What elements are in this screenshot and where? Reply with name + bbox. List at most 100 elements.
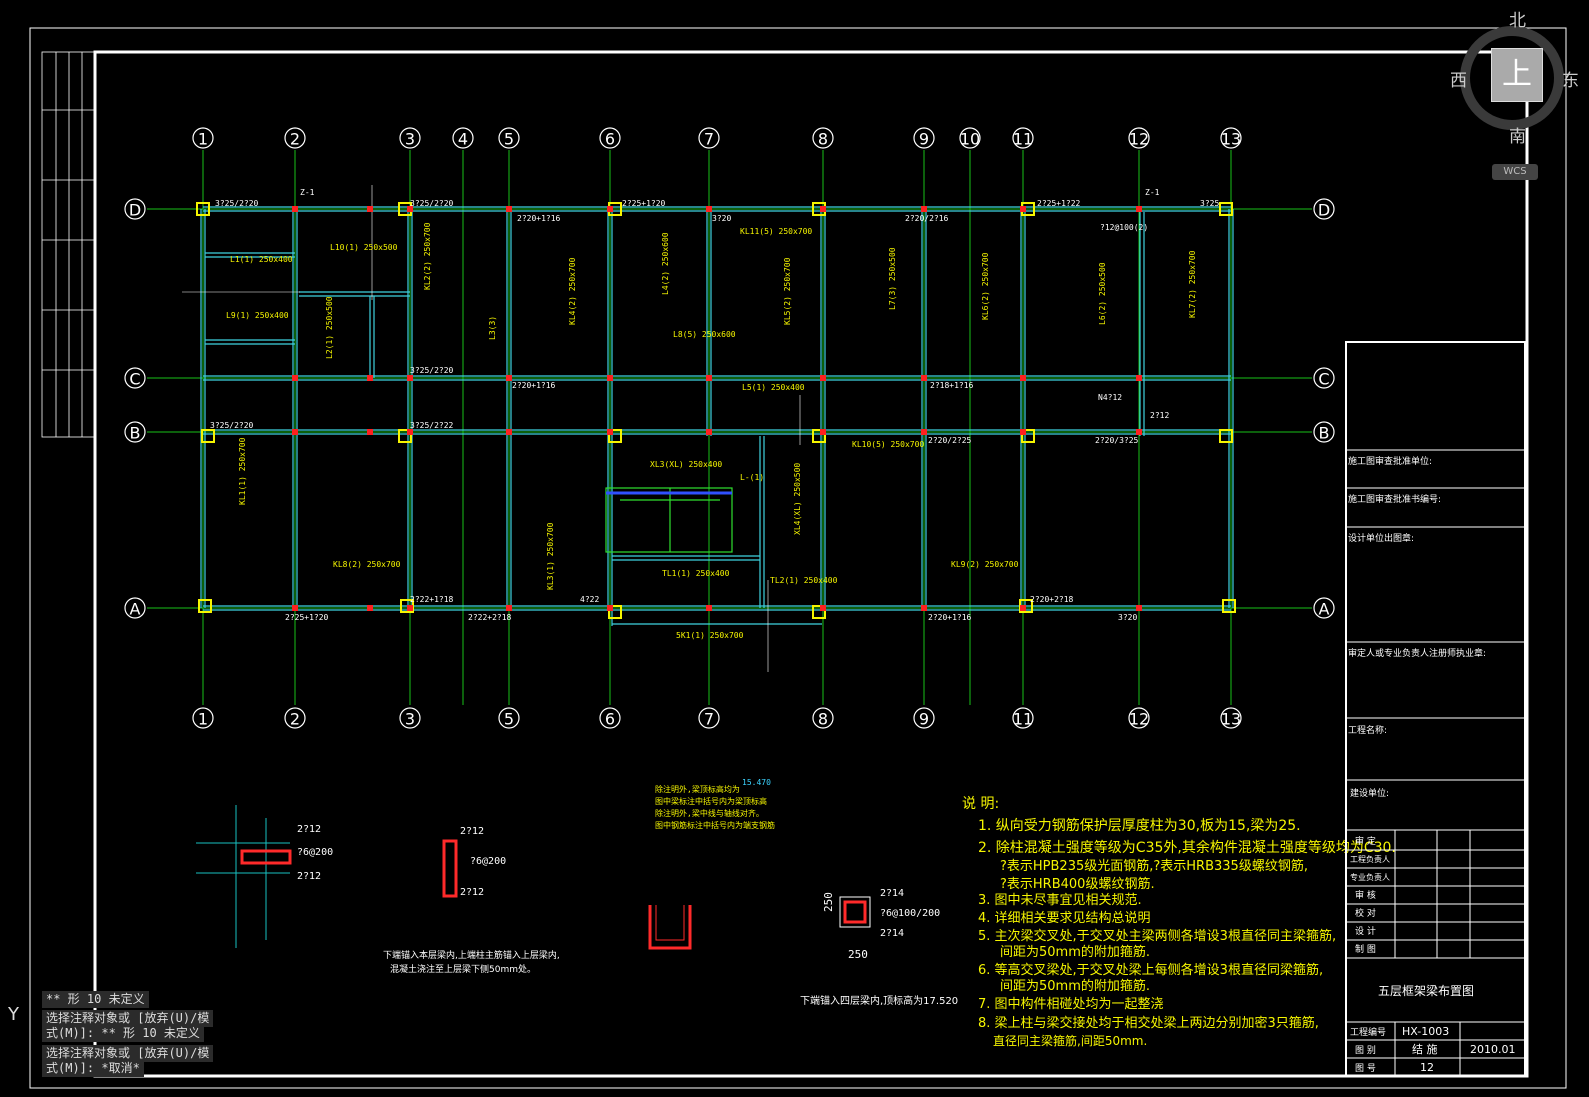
beam-note: 2?20+1?16 [512,381,556,390]
detail3-elev: 15.470 [742,778,771,787]
beam-note: 2?25+1?20 [622,199,666,208]
beam-label: TL2(1) 250x400 [770,576,838,585]
axis-bubble: B [124,421,146,443]
column [1219,429,1233,443]
detail-section-3: 除注明外,梁顶标高均为 15.470 图中梁标注中括号内为梁顶标高 除注明外,梁… [648,778,775,950]
wcs-dropdown[interactable]: WCS [1492,164,1538,180]
interior-beams [205,212,1145,626]
beam-note: Z-1 [300,188,315,197]
axis-bubble: 13 [1220,707,1242,729]
vertical-axis-lines [202,150,1232,705]
role-4: 校 对 [1355,907,1376,919]
column [1222,599,1236,613]
beam-note: 3?25 [1200,199,1219,208]
column [812,605,826,619]
viewcube-top-face[interactable]: 上 [1491,48,1543,102]
column [198,599,212,613]
axis-bubble: C [1313,367,1335,389]
note-5a: 间距为50mm的附加箍筋. [1000,944,1150,960]
axis-label: A [1319,600,1330,619]
role-2: 专业负责人 [1350,872,1390,882]
axis-bubble: 5 [498,127,520,149]
compass-east[interactable]: 东 [1562,71,1579,91]
joint [921,206,927,212]
joint [921,605,927,611]
axis-bubble: 8 [812,707,834,729]
axis-label: B [1319,424,1330,443]
joint [407,206,413,212]
sheet: 12 [1420,1061,1434,1074]
axis-label: 11 [1013,130,1033,149]
beam-label: KL2(2) 250x700 [423,222,432,290]
joint [607,375,613,381]
axis-bubble: 6 [599,707,621,729]
beam-label: L10(1) 250x500 [330,243,398,252]
role-3: 审 核 [1355,889,1376,901]
beam-label: KL8(2) 250x700 [333,560,401,569]
axis-label: 7 [704,130,714,149]
beam-note: 3?25/2?20 [410,199,454,208]
beam-note: N4?12 [1098,393,1122,402]
beam-note: 2?18+1?16 [930,381,974,390]
reference-lines [182,185,801,672]
notes-header: 说 明: [962,796,999,812]
axis-bubble: 5 [498,707,520,729]
axis-label: 1 [198,130,208,149]
beam-label: KL4(2) 250x700 [568,257,577,325]
joint [367,375,373,381]
joint [1136,375,1142,381]
beam-label: KL11(5) 250x700 [740,227,812,236]
joint [506,206,512,212]
joint [706,206,712,212]
axis-label: D [1318,201,1330,220]
axis-bubble: 7 [698,707,720,729]
detail-section-2: 2?12 ?6@200 2?12 下端锚入本层梁内,上端柱主筋锚入上层梁内, 混… [383,826,560,975]
beam-note: 2?25+1?20 [285,613,329,622]
detail2-mid: ?6@200 [470,856,506,867]
command-history-3: 式(M)]: ** 形 10 未定义 [42,1025,204,1042]
beam-note: 3?20 [1118,613,1137,622]
joint [1020,605,1026,611]
beam-annotations-white: 3?25/2?20 3?25/2?20 2?25+1?20 2?20+1?16 … [210,188,1219,622]
joint [607,429,613,435]
detail4-top: 2?14 [880,888,904,899]
axis-bubble: 8 [812,127,834,149]
beam-label: KL7(2) 250x700 [1188,250,1197,318]
beam-note: 2?20+1?16 [517,214,561,223]
beam-note: 3?25/2?22 [410,421,454,430]
joint [1136,429,1142,435]
note-3: 3. 图中未尽事宜见相关规范. [978,893,1142,908]
beam-note: ?12@100(2) [1100,223,1148,232]
axis-bubble: 12 [1128,127,1150,149]
detail2-note1: 下端锚入本层梁内,上端柱主筋锚入上层梁内, [383,949,560,961]
detail4-mid: ?6@100/200 [880,908,940,919]
axis-label: A [130,600,141,619]
command-history-2: 选择注释对象或 [放弃(U)/模 [42,1010,214,1027]
joint [407,375,413,381]
compass-west[interactable]: 西 [1450,71,1467,91]
role-0: 审 定 [1355,835,1376,847]
detail2-top: 2?12 [460,826,484,837]
beam-note: 2?22+1?18 [410,595,454,604]
detail-section-1: 2?12 ?6@200 2?12 [196,805,333,948]
beam-label: 5K1(1) 250x700 [676,631,744,640]
compass-south[interactable]: 南 [1509,127,1526,147]
note-2b: ?表示HRB400级螺纹钢筋. [1000,876,1155,892]
axis-bubble: 4 [452,127,474,149]
detail4-note: 下端锚入四层梁内,顶标高为17.520 [800,994,958,1007]
joint [820,206,826,212]
viewcube[interactable]: 北 西 东 南 上 WCS [1450,6,1580,186]
drawing-title: 五层框架梁布置图 [1378,983,1474,998]
column [1021,429,1035,443]
axis-bubble: 3 [399,127,421,149]
beam-note: 3?25/2?20 [215,199,259,208]
joint [607,605,613,611]
compass-ring[interactable] [1460,26,1564,130]
axis-bubble: 2 [284,127,306,149]
compass-north[interactable]: 北 [1509,11,1526,31]
column [201,429,215,443]
axis-bubble: 11 [1012,127,1034,149]
